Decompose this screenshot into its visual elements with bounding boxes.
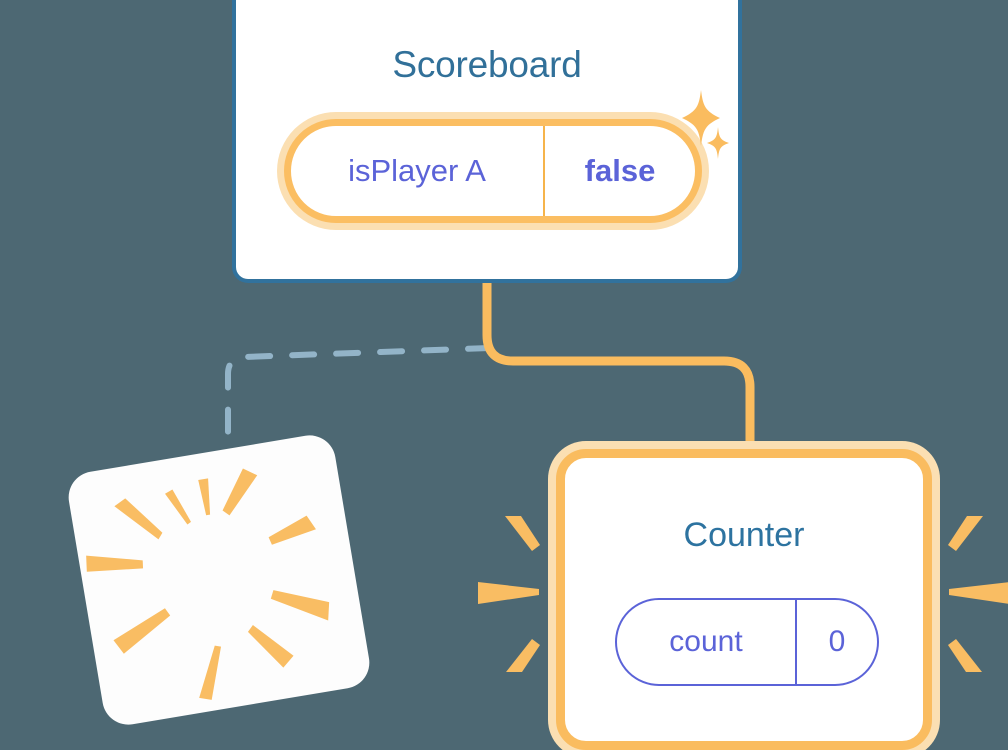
burst-ray [949,582,1008,604]
burst-ray [247,625,294,668]
burst-ray [86,555,144,572]
scoreboard-to-left-card-connector [225,345,493,471]
scoreboard-state-value: false [584,153,656,188]
burst-ray [478,582,539,604]
scoreboard-card[interactable]: Scoreboard isPlayer A false [232,0,742,283]
burst-ray [222,468,258,516]
counter-card[interactable]: Counter count 0 [556,449,932,750]
burst-ray [165,489,192,525]
scoreboard-state-pill[interactable]: isPlayer A false [284,119,702,223]
scoreboard-title: Scoreboard [392,44,582,85]
scoreboard-state-key: isPlayer A [291,126,545,216]
burst-ray [114,498,163,540]
sparkle-small-icon [707,127,729,159]
counter-title: Counter [683,516,805,554]
sparkle-large-icon [682,90,720,146]
burst-ray [948,639,982,672]
burst-ray [270,590,330,621]
burst-ray [505,516,540,551]
sparkle-group [682,90,729,159]
counter-state-pill[interactable]: count 0 [615,598,879,686]
burst-ray [198,478,211,516]
burst-ray [948,516,983,551]
burst-ray [268,515,316,545]
counter-state-key: count [617,600,797,684]
burst-ray [199,645,222,700]
counter-state-value: 0 [828,625,846,658]
burst-ray [506,639,540,672]
burst-ray [113,608,171,654]
scoreboard-to-counter-connector [482,281,755,462]
left-card-burst-rays [86,468,330,700]
